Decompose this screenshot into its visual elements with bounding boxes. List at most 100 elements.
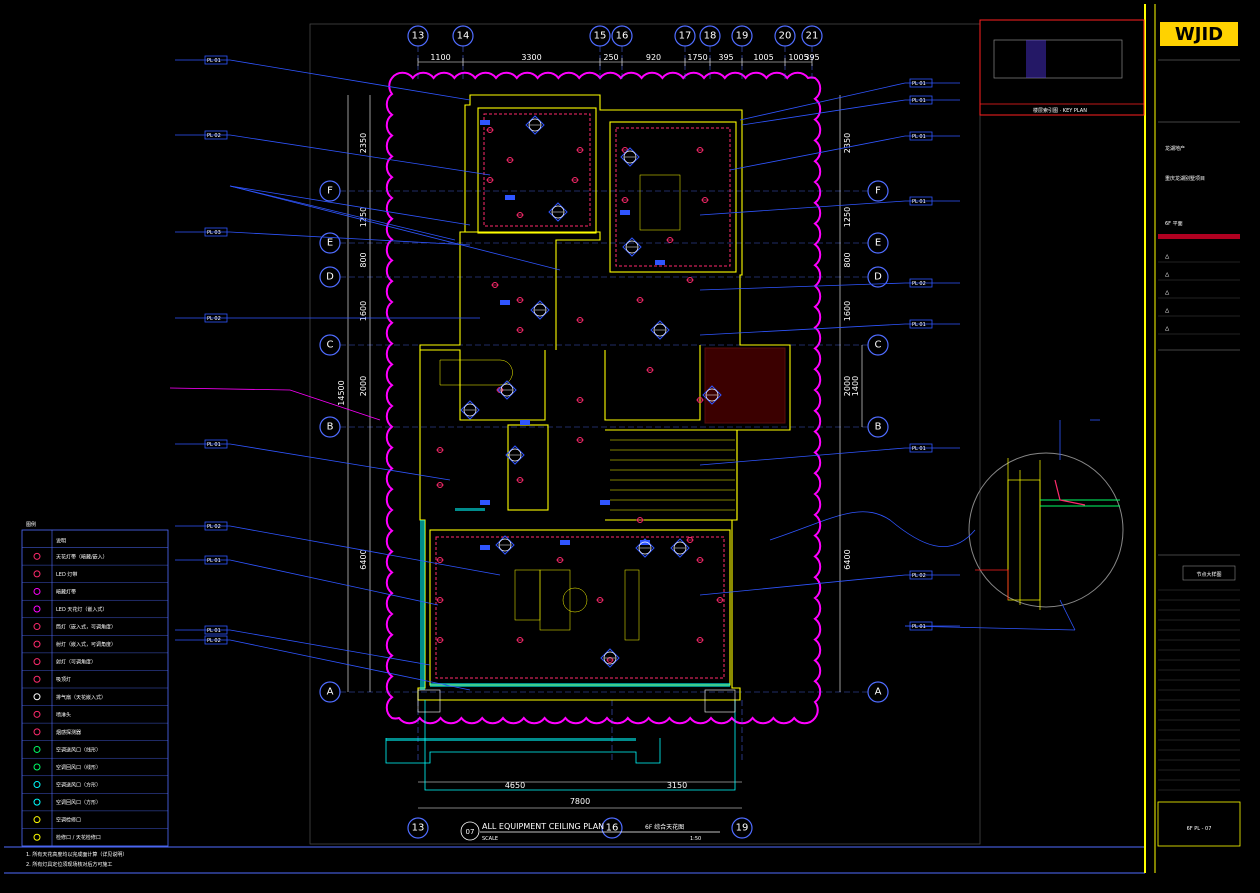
legend-row-text: 筒灯（嵌入式，可调角度） bbox=[56, 624, 116, 631]
grid-bubble-label: E bbox=[875, 238, 881, 249]
callout-diamond bbox=[670, 538, 690, 558]
legend-caption: 图例 bbox=[26, 521, 36, 528]
dim-top-label: 3300 bbox=[521, 53, 541, 62]
tag-label: PL 01 bbox=[912, 322, 926, 328]
tag-box bbox=[909, 78, 933, 88]
tag-right: PL 01 bbox=[909, 621, 933, 631]
grid-bubble-circle bbox=[407, 25, 429, 47]
tag-label: PL 02 bbox=[207, 133, 221, 139]
detail-title: 节点大样图 bbox=[1196, 571, 1221, 578]
tag-box bbox=[909, 621, 933, 631]
leader-line bbox=[904, 625, 1076, 631]
sheet-border bbox=[4, 4, 1156, 874]
callout-diamond bbox=[702, 385, 722, 405]
air-vent-mark bbox=[600, 500, 610, 505]
legend-row-text: LED 天花灯（嵌入式） bbox=[56, 606, 107, 613]
legend-row-text: LED 灯带 bbox=[56, 571, 77, 578]
tag-label: PL 02 bbox=[207, 524, 221, 530]
dim-top-label: 1750 bbox=[687, 53, 707, 62]
legend-row-text: 空调送风口（方形） bbox=[56, 782, 101, 789]
grid-bubble-bottom: 16 bbox=[601, 817, 623, 839]
grid-bubble-row: F bbox=[867, 180, 889, 202]
callout-diamond bbox=[650, 320, 670, 340]
light-fixtures bbox=[436, 120, 724, 663]
grid-bubble-row: D bbox=[867, 266, 889, 288]
dim-left-label: 2000 bbox=[359, 376, 368, 396]
grid-bubble-circle bbox=[867, 180, 889, 202]
grid-bubble-label: 13 bbox=[412, 31, 425, 42]
grid-bubble-circle bbox=[731, 25, 753, 47]
dim-top-label: 1100 bbox=[430, 53, 450, 62]
tag-label: PL 01 bbox=[207, 628, 221, 634]
grid-bubble-label: F bbox=[875, 186, 881, 197]
key-plan-label: 楼层索引图 · KEY PLAN bbox=[1033, 107, 1087, 114]
legend-row-text: 空调检修口 bbox=[56, 817, 81, 824]
grid-bubble-label: B bbox=[875, 422, 882, 433]
revision-marks: △△△△△ bbox=[1158, 252, 1240, 335]
tag-box bbox=[909, 570, 933, 580]
leader-line bbox=[729, 135, 906, 171]
air-vent-mark bbox=[655, 260, 665, 265]
callout-diamond bbox=[497, 380, 517, 400]
legend-row-text: 射灯（嵌入式，可调角度） bbox=[56, 641, 116, 648]
tag-right: PL 01 bbox=[909, 196, 933, 206]
grid-bubble-circle bbox=[867, 416, 889, 438]
leader-line bbox=[739, 82, 906, 121]
grid-bubble-label: C bbox=[327, 340, 334, 351]
leader-line bbox=[229, 525, 501, 576]
grid-bubble-circle bbox=[589, 25, 611, 47]
grid-bubble-top: 14 bbox=[452, 25, 474, 47]
legend-symbol bbox=[33, 675, 41, 683]
detail-callout bbox=[769, 420, 1124, 631]
legend-symbol bbox=[33, 728, 41, 736]
drawing-title-en: ALL EQUIPMENT CEILING PLAN bbox=[482, 822, 604, 831]
callout-diamond bbox=[525, 115, 545, 135]
legend-symbol bbox=[33, 570, 41, 578]
leader-line bbox=[741, 99, 906, 126]
grid-bubble-label: 17 bbox=[679, 31, 692, 42]
tag-label: PL 01 bbox=[207, 58, 221, 64]
grid-bubble-circle bbox=[319, 266, 341, 288]
tag-label: PL 01 bbox=[912, 98, 926, 104]
grid-bubble-label: C bbox=[875, 340, 882, 351]
area-name: 6F 平面 bbox=[1165, 221, 1183, 227]
dim-top-label: 920 bbox=[646, 53, 661, 62]
grid-bubble-top: 16 bbox=[611, 25, 633, 47]
tag-label: PL 01 bbox=[912, 134, 926, 140]
tag-box bbox=[204, 439, 228, 449]
grid-bubble-circle bbox=[801, 25, 823, 47]
grid-bubble-row: C bbox=[319, 334, 341, 356]
title-block-rows bbox=[1158, 589, 1240, 791]
revision-mark: △ bbox=[1165, 324, 1170, 332]
dim-top-label: 1005 bbox=[788, 53, 808, 62]
legend-row-text: 空调回风口（线形） bbox=[56, 764, 101, 771]
callout-diamond bbox=[635, 538, 655, 558]
grid-bubble-label: 19 bbox=[736, 823, 749, 834]
grid-bubble-circle bbox=[601, 817, 623, 839]
grid-bubble-row: B bbox=[319, 416, 341, 438]
grid-bubble-row: C bbox=[867, 334, 889, 356]
tag-box bbox=[909, 131, 933, 141]
leader-line bbox=[229, 185, 561, 271]
tag-box bbox=[204, 555, 228, 565]
callout-diamond bbox=[620, 147, 640, 167]
grid-bubble-row: E bbox=[867, 232, 889, 254]
legend-symbol bbox=[33, 552, 41, 560]
legend-symbol bbox=[33, 763, 41, 771]
callout-diamond bbox=[495, 535, 515, 555]
dim-bottom-total: 7800 bbox=[570, 797, 590, 806]
dim-right-label: 1400 bbox=[851, 376, 860, 396]
leader-line bbox=[699, 200, 906, 216]
drawing-title: 07 ALL EQUIPMENT CEILING PLAN 6F 综合天花图 S… bbox=[460, 821, 720, 842]
leader-line bbox=[229, 629, 431, 666]
grid-bubble-circle bbox=[731, 817, 753, 839]
leader-line-magenta bbox=[169, 387, 381, 421]
dim-left-label: 2350 bbox=[359, 133, 368, 153]
revision-cloud bbox=[385, 71, 822, 725]
grid-bubble-label: 14 bbox=[457, 31, 470, 42]
legend-row-text: 检修口 / 天花检修口 bbox=[56, 834, 101, 841]
grid-bubble-top: 17 bbox=[674, 25, 696, 47]
